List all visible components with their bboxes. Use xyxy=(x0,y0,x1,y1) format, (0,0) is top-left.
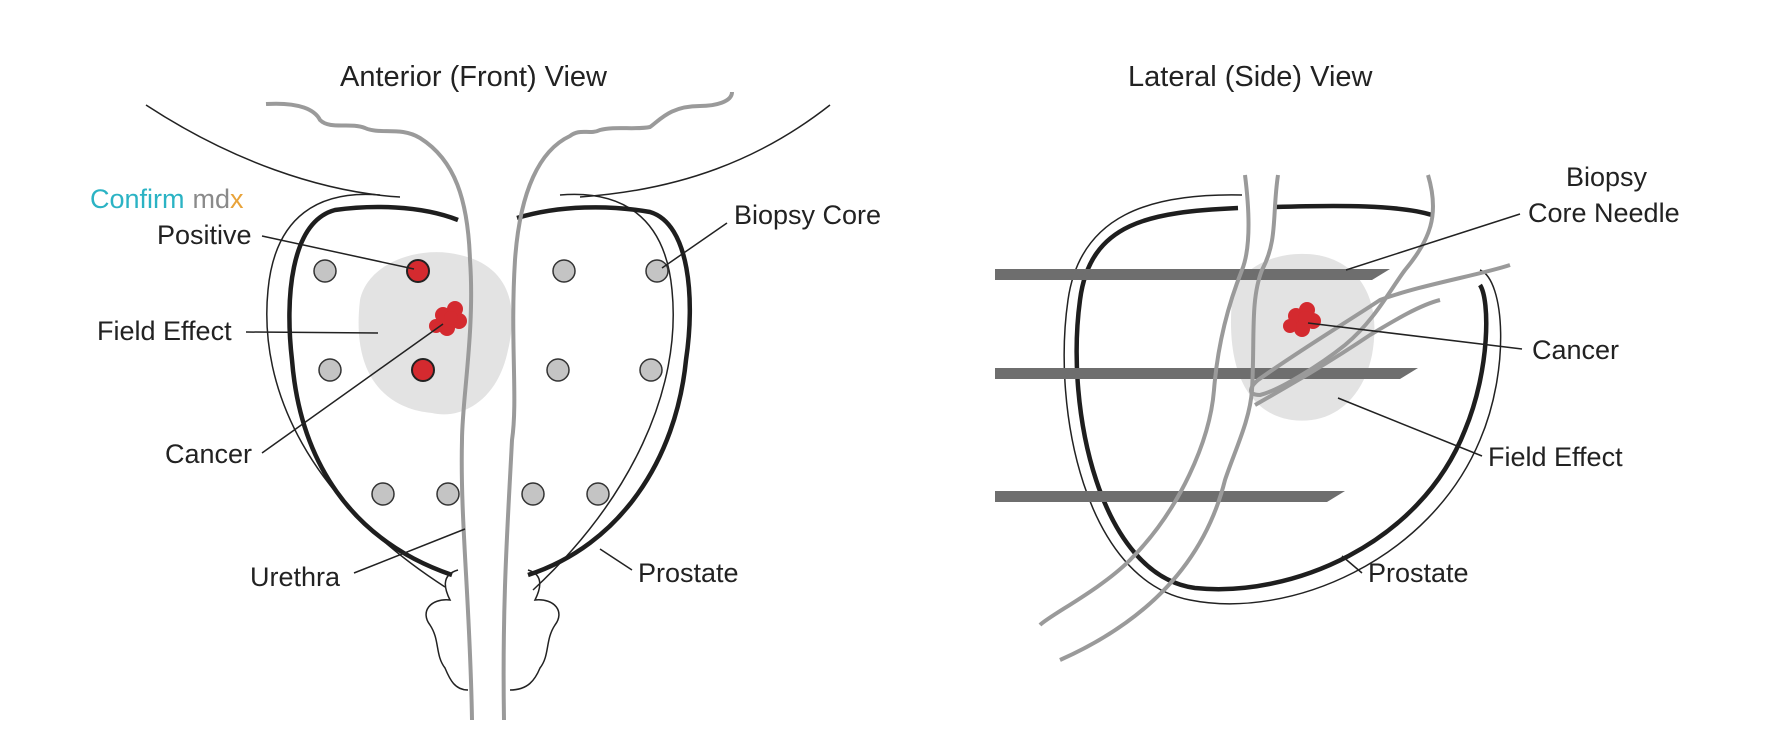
urethra-right xyxy=(501,91,734,721)
leader-field-effect-lateral xyxy=(1337,397,1483,457)
leader-biopsy-core xyxy=(661,222,728,269)
bladder-outline-right xyxy=(579,104,831,198)
biopsy-core-dot xyxy=(318,358,342,382)
logo-part-md: md xyxy=(193,184,231,214)
biopsy-core-dot xyxy=(313,259,337,283)
positive-core-dot xyxy=(411,358,435,382)
leader-positive xyxy=(261,235,415,270)
biopsy-core-dot xyxy=(639,358,663,382)
label-field-effect: Field Effect xyxy=(97,316,232,346)
lateral-view: Lateral (Side) View Biopsy Core Needle xyxy=(995,61,1680,662)
anterior-view: Anterior (Front) View xyxy=(90,61,881,721)
urethra-lateral-4 xyxy=(1254,298,1441,407)
leader-prostate-anterior xyxy=(599,548,633,571)
label-field-effect-lateral: Field Effect xyxy=(1488,442,1623,472)
biopsy-needle xyxy=(995,368,1418,379)
label-biopsy-line1: Biopsy xyxy=(1566,162,1648,192)
label-prostate-anterior: Prostate xyxy=(638,558,739,588)
biopsy-core-dot xyxy=(371,482,395,506)
prostate-gland-right xyxy=(516,205,693,578)
sphincter-right xyxy=(509,569,560,691)
lateral-title: Lateral (Side) View xyxy=(1128,61,1374,93)
label-urethra: Urethra xyxy=(250,562,341,592)
confirmmdx-logo: Confirm mdx xyxy=(90,184,244,214)
leader-biopsy-needle xyxy=(1345,213,1521,271)
leader-cancer xyxy=(261,323,444,454)
leader-field-effect xyxy=(245,331,379,334)
logo-part-confirm: Confirm xyxy=(90,184,185,214)
sphincter-left xyxy=(425,569,469,691)
biopsy-core-dot xyxy=(552,259,576,283)
label-positive: Positive xyxy=(157,220,252,250)
biopsy-core-dot xyxy=(546,358,570,382)
urethra-lateral-3 xyxy=(1249,174,1511,398)
anterior-title: Anterior (Front) View xyxy=(340,61,608,93)
prostate-gland-lateral xyxy=(1074,205,1489,592)
biopsy-needle xyxy=(995,491,1345,502)
biopsy-core-dot xyxy=(586,482,610,506)
prostate-gland-top-lateral xyxy=(1274,203,1433,218)
biopsy-needle xyxy=(995,269,1390,280)
biopsy-core-dot xyxy=(645,259,669,283)
cancer-cluster-lateral xyxy=(1283,302,1321,337)
label-cancer-lateral: Cancer xyxy=(1532,335,1619,365)
urethra-left xyxy=(265,101,474,721)
label-prostate-lateral: Prostate xyxy=(1368,558,1469,588)
cancer-cluster xyxy=(429,301,467,336)
biopsy-core-dot xyxy=(436,482,460,506)
urethra-lateral-2 xyxy=(1059,174,1280,662)
leader-cancer-lateral xyxy=(1307,322,1523,350)
prostate-capsule-lateral xyxy=(1063,194,1502,605)
prostate-gland-left xyxy=(287,204,459,578)
leader-prostate-lateral xyxy=(1341,555,1363,574)
urethra-lateral-1 xyxy=(1038,174,1251,627)
biopsy-core-dot xyxy=(521,482,545,506)
label-cancer: Cancer xyxy=(165,439,252,469)
logo-part-x: x xyxy=(230,184,244,214)
label-biopsy-core: Biopsy Core xyxy=(734,200,881,230)
label-biopsy-line2: Core Needle xyxy=(1528,198,1680,228)
field-effect-area xyxy=(358,252,512,415)
leader-urethra xyxy=(353,528,466,574)
positive-core-dot xyxy=(406,259,430,283)
